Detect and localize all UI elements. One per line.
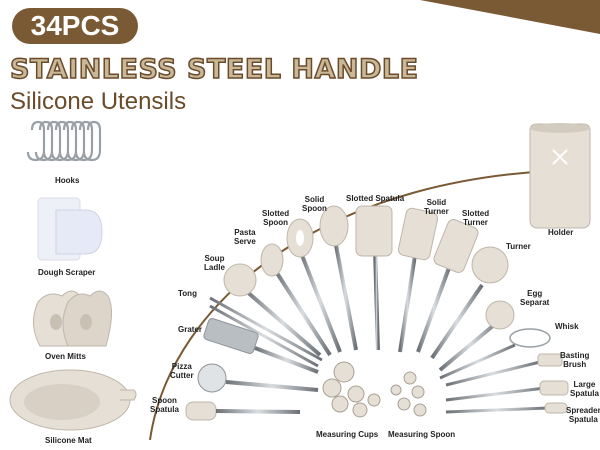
product-title: STAINLESS STEEL HANDLE [9,53,419,86]
dough-scraper-image [37,197,103,261]
oven-mitts-label: Oven Mitts [45,352,86,361]
corner-decoration [420,0,600,34]
pcs-badge: 34PCS [12,8,138,44]
long-utensils [185,205,569,421]
hooks-label: Hooks [55,176,80,185]
oven-mitts-image [33,290,112,347]
hooks-image [26,120,102,162]
silicone-mat-label: Silicone Mat [45,436,92,445]
dough-scraper-label: Dough Scraper [38,268,96,277]
measuring-cups-image [322,361,381,418]
grater-label: Grater [178,325,203,334]
holder-label: Holder [548,228,574,237]
tong-label: Tong [178,289,197,298]
measuring-spoon-label: Measuring Spoon [388,430,456,439]
silicone-mat-image [9,369,137,431]
product-subtitle: Silicone Utensils [10,88,187,115]
slotted-spatula-label: Slotted Spatula [346,194,405,203]
holder-image [529,123,591,229]
measuring-spoons-image [390,371,427,417]
whisk-label: Whisk [555,322,579,331]
measuring-cups-label: Measuring Cups [316,430,379,439]
turner-label: Turner [506,242,531,251]
